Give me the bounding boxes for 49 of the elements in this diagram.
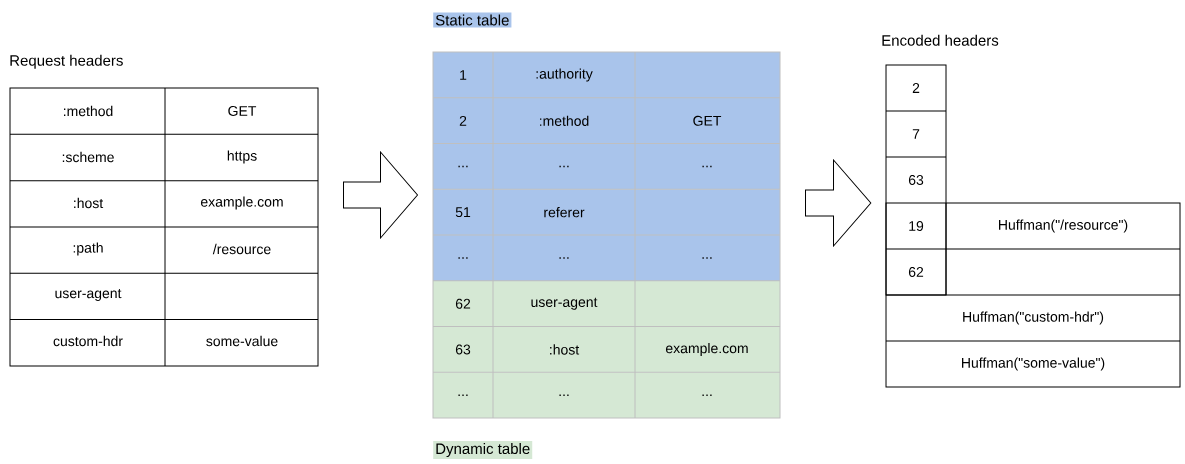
table-cell-text: :host bbox=[550, 344, 580, 355]
table-cell-text: some-value bbox=[206, 335, 278, 347]
table-cell-text: ... bbox=[559, 257, 569, 259]
table-cell-text: 63 bbox=[908, 175, 924, 185]
table-cell-text: 62 bbox=[908, 267, 924, 277]
table-cell-text: example.com bbox=[666, 343, 748, 357]
table-cell-text: GET bbox=[693, 115, 722, 126]
table-cell-text: GET bbox=[228, 106, 257, 116]
table-cell-text: ... bbox=[559, 165, 569, 168]
table-cell-text: referer bbox=[544, 207, 585, 218]
table-title: Dynamic table bbox=[433, 441, 533, 459]
table-cell-text: user-agent bbox=[531, 297, 598, 310]
table bbox=[882, 34, 1181, 388]
table-cell-text: ... bbox=[702, 165, 712, 168]
table-cell-text: :method bbox=[64, 105, 113, 117]
table-cell-text: 63 bbox=[455, 344, 471, 355]
table-cell-text: example.com bbox=[201, 196, 283, 210]
table-cell-text: 7 bbox=[912, 129, 920, 139]
table-cell-text: ... bbox=[702, 257, 712, 259]
table-cell-text: :method bbox=[540, 115, 589, 126]
table-cell-text: :authority bbox=[536, 68, 593, 82]
table bbox=[9, 54, 319, 367]
table-cell-text: :scheme bbox=[62, 151, 114, 163]
table-cell-text: https bbox=[227, 150, 257, 164]
table-cell-text: 19 bbox=[909, 221, 924, 231]
table-title: Request headers bbox=[10, 54, 123, 69]
table-cell-text: ... bbox=[458, 257, 468, 259]
table-title: Encoded headers bbox=[882, 34, 999, 46]
table-cell-text: ... bbox=[559, 394, 569, 396]
table-cell-text: :host bbox=[74, 197, 104, 209]
table-cell-text: 62 bbox=[455, 298, 471, 309]
table-cell-text: :path bbox=[73, 242, 103, 256]
table-cell-text: custom-hdr bbox=[53, 335, 123, 347]
table bbox=[432, 12, 781, 459]
table-cell-text: Huffman("custom-hdr") bbox=[963, 311, 1104, 325]
block-arrow bbox=[805, 159, 872, 247]
table-cell-text: user-agent bbox=[55, 289, 122, 301]
table-cell-text: 51 bbox=[455, 207, 471, 218]
table-cell-text: 1 bbox=[460, 70, 467, 80]
table-cell-text: Huffman("/resource") bbox=[999, 219, 1128, 233]
table-cell-text: ... bbox=[458, 165, 468, 168]
block-arrow bbox=[343, 151, 418, 239]
table-cell-text: 2 bbox=[459, 115, 467, 126]
table-cell-text: 2 bbox=[912, 83, 920, 93]
table-cell-text: ... bbox=[702, 394, 712, 396]
table-cell-text: /resource bbox=[212, 243, 271, 255]
table-title: Static table bbox=[433, 12, 512, 28]
table-cell-text: Huffman("some-value") bbox=[962, 357, 1105, 371]
table-cell-text: ... bbox=[458, 394, 468, 396]
